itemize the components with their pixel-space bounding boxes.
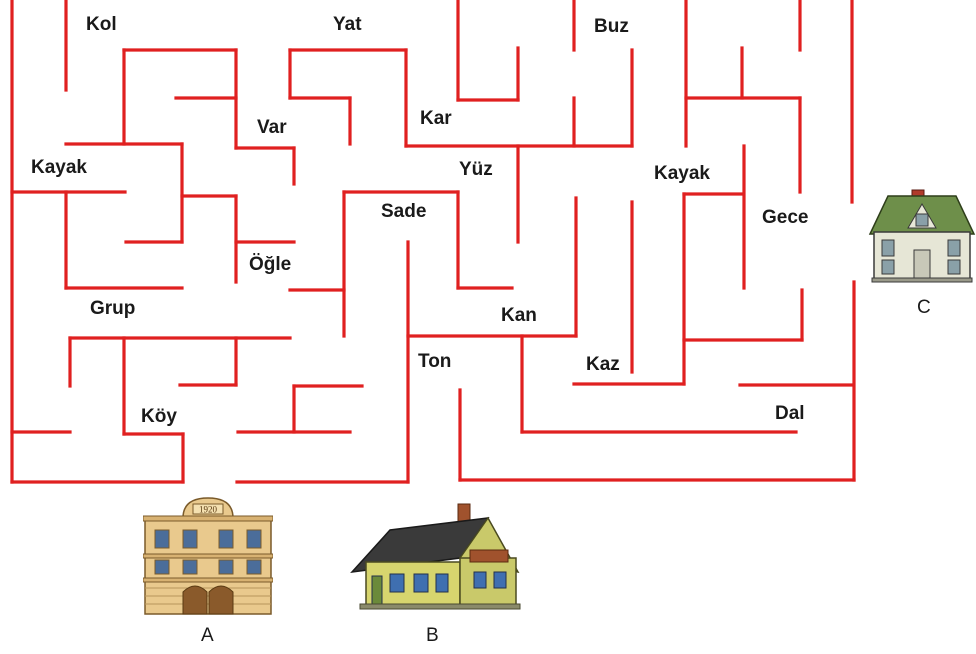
- building-b-label: B: [426, 625, 439, 647]
- maze-word-yuz: Yüz: [459, 159, 493, 181]
- maze-word-buz: Buz: [594, 16, 629, 38]
- maze-word-grup: Grup: [90, 298, 135, 320]
- maze-word-ogle: Öğle: [249, 254, 291, 276]
- maze-word-ton: Ton: [418, 351, 451, 373]
- building-a-apartment-icon: 1920: [143, 492, 273, 616]
- maze-word-koy: Köy: [141, 406, 177, 428]
- building-a-label: A: [201, 625, 214, 647]
- maze-word-yat: Yat: [333, 14, 362, 36]
- maze-word-kayak-left: Kayak: [31, 157, 87, 179]
- building-a-sign: 1920: [199, 505, 218, 515]
- maze-word-kar: Kar: [420, 108, 452, 130]
- building-c-house-icon: [868, 188, 976, 284]
- maze-word-var: Var: [257, 117, 287, 139]
- maze-word-dal: Dal: [775, 403, 805, 425]
- building-c-label: C: [917, 297, 931, 319]
- maze-word-kol: Kol: [86, 14, 117, 36]
- maze-word-kayak-right: Kayak: [654, 163, 710, 185]
- maze-word-kan: Kan: [501, 305, 537, 327]
- building-b-house-icon: [350, 500, 522, 612]
- maze-word-sade: Sade: [381, 201, 426, 223]
- maze-word-kaz: Kaz: [586, 354, 620, 376]
- maze-word-gece: Gece: [762, 207, 808, 229]
